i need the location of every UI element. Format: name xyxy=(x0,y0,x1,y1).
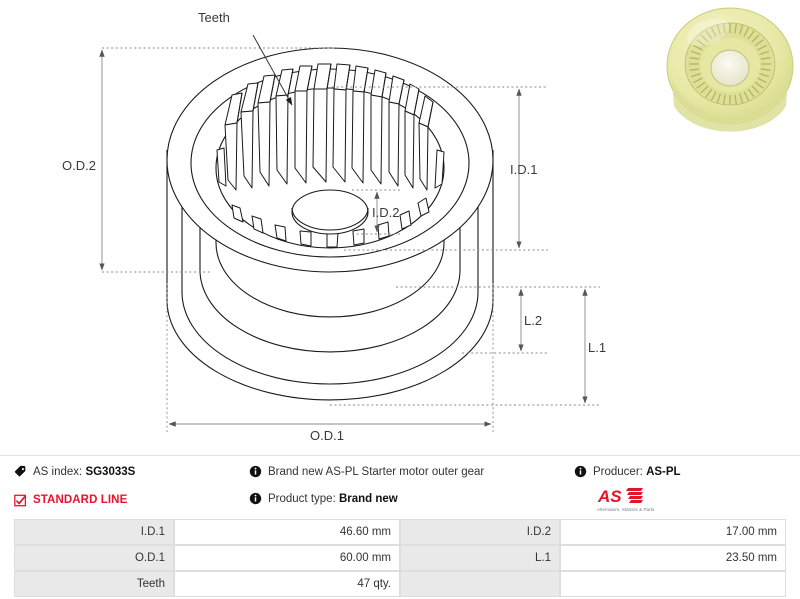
technical-drawing: O.D.2 I.D.1 I.D.2 L.2 L.1 O.D.1 Teeth xyxy=(62,10,606,443)
standard-line-label: STANDARD LINE xyxy=(33,494,128,506)
info-column-left: AS index: SG3033S STANDARD LINE xyxy=(14,456,249,510)
dimension-label-od1: O.D.1 xyxy=(310,428,344,443)
specification-table: I.D.1 46.60 mm I.D.2 17.00 mm O.D.1 60.0… xyxy=(14,519,786,597)
producer-text: Producer: AS-PL xyxy=(593,465,681,479)
producer-row: Producer: AS-PL xyxy=(574,456,789,483)
spec-value: 17.00 mm xyxy=(560,519,786,545)
as-index-value: SG3033S xyxy=(85,466,136,478)
as-index-label: AS index: xyxy=(33,466,83,478)
spec-value: 60.00 mm xyxy=(174,545,400,571)
spec-label: I.D.1 xyxy=(14,519,174,545)
dimension-label-od2: O.D.2 xyxy=(62,158,96,173)
info-icon xyxy=(574,465,587,478)
as-index-text: AS index: SG3033S xyxy=(33,465,135,479)
dimension-label-l2: L.2 xyxy=(524,313,542,328)
table-row: O.D.1 60.00 mm L.1 23.50 mm xyxy=(14,545,786,571)
spec-label: O.D.1 xyxy=(14,545,174,571)
dimension-label-id1: I.D.1 xyxy=(510,162,537,177)
spec-label: Teeth xyxy=(14,571,174,597)
product-photo xyxy=(662,2,798,134)
description-row: Brand new AS-PL Starter motor outer gear xyxy=(249,456,574,483)
callout-label-teeth: Teeth xyxy=(198,10,230,25)
spec-value: 23.50 mm xyxy=(560,545,786,571)
dimension-label-l1: L.1 xyxy=(588,340,606,355)
producer-label: Producer: xyxy=(593,466,643,478)
spec-value: 47 qty. xyxy=(174,571,400,597)
spec-label: L.1 xyxy=(400,545,560,571)
as-pl-logo: AS Alternators, Starters & Parts xyxy=(596,485,666,515)
as-logo-tagline: Alternators, Starters & Parts xyxy=(597,507,655,512)
table-row: I.D.1 46.60 mm I.D.2 17.00 mm xyxy=(14,519,786,545)
table-row: Teeth 47 qty. xyxy=(14,571,786,597)
as-logo-text: AS xyxy=(597,487,622,506)
product-info-band: AS index: SG3033S STANDARD LINE Brand ne… xyxy=(0,455,800,515)
as-index-row: AS index: SG3033S xyxy=(14,456,249,483)
spec-value: 46.60 mm xyxy=(174,519,400,545)
info-column-middle: Brand new AS-PL Starter motor outer gear… xyxy=(249,456,574,510)
description-text: Brand new AS-PL Starter motor outer gear xyxy=(268,466,485,478)
spec-label: I.D.2 xyxy=(400,519,560,545)
producer-value: AS-PL xyxy=(646,466,681,478)
product-type-value: Brand new xyxy=(338,493,398,505)
product-type-label: Product type: xyxy=(268,493,336,505)
info-column-right: Producer: AS-PL xyxy=(574,456,789,483)
spec-value-empty xyxy=(560,571,786,597)
product-type-text: Product type: Brand new xyxy=(268,492,398,506)
info-icon xyxy=(249,465,262,478)
tag-icon xyxy=(14,465,26,477)
info-icon xyxy=(249,492,262,505)
spec-label-empty xyxy=(400,571,560,597)
product-type-row: Product type: Brand new xyxy=(249,483,574,510)
standard-line-badge: STANDARD LINE xyxy=(14,483,249,510)
checkbox-checked-icon xyxy=(14,494,27,506)
dimension-label-id2: I.D.2 xyxy=(372,205,399,220)
